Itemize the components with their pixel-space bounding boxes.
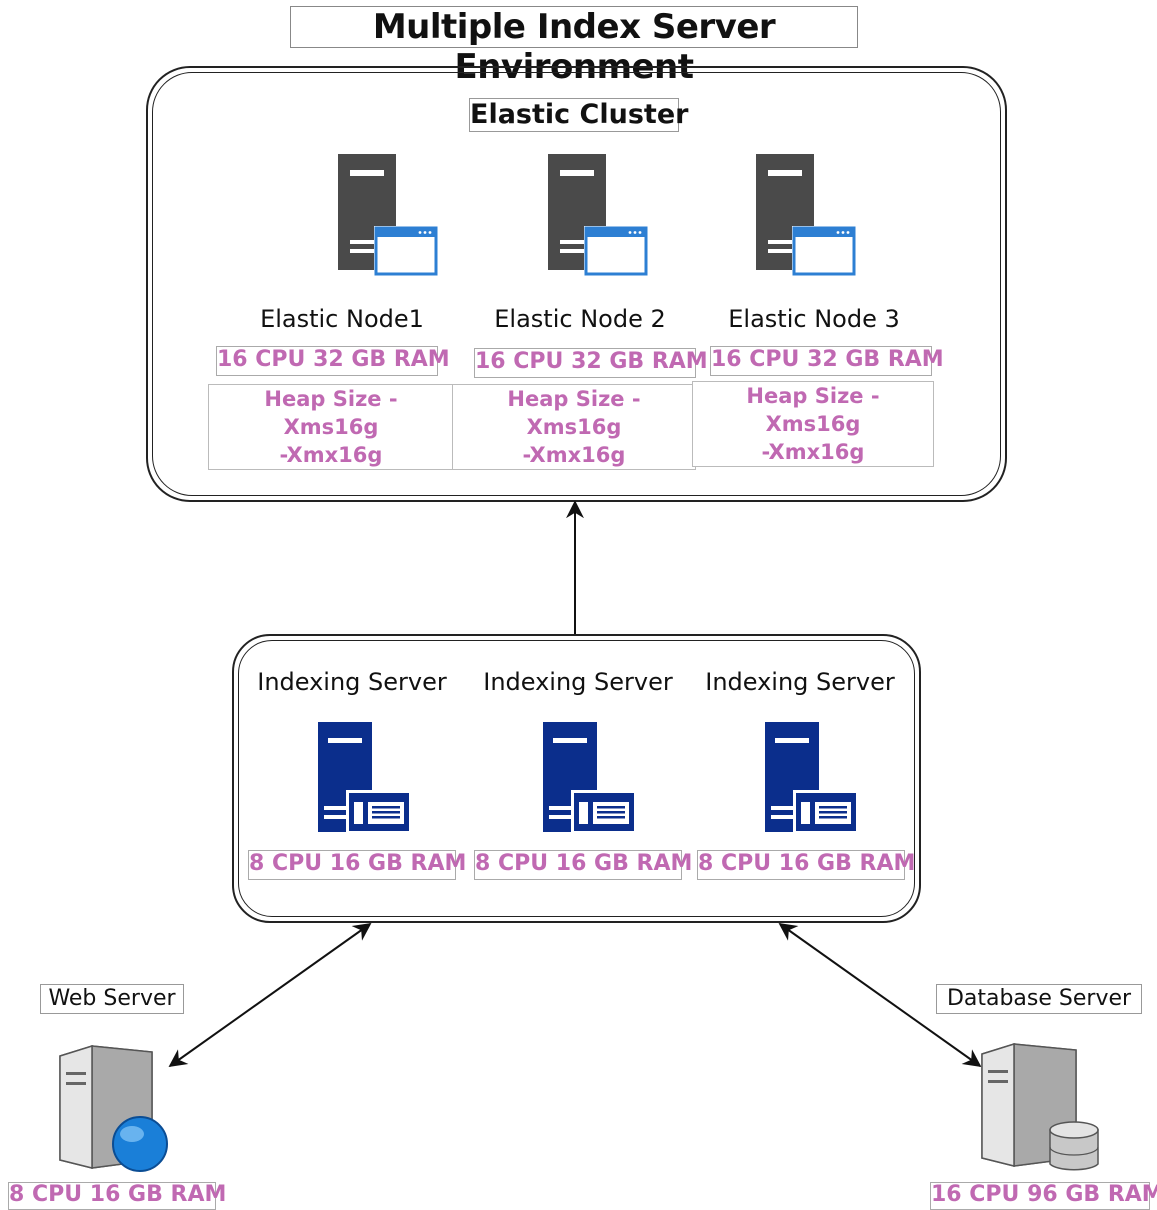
- indexing-server-1-name: Indexing Server: [257, 668, 447, 696]
- elastic-node-2-heap-label: Heap Size -: [507, 387, 641, 411]
- elastic-node-1-heap-label: Heap Size -: [264, 387, 398, 411]
- elastic-node-1-server-icon: [338, 154, 438, 276]
- diagram-title: Multiple Index Server Environment: [290, 6, 858, 87]
- elastic-node-2-heap-xms: Xms16g: [526, 415, 622, 439]
- elastic-node-1-spec: 16 CPU 32 GB RAM: [216, 346, 450, 376]
- indexing-server-1-spec: 8 CPU 16 GB RAM: [248, 850, 466, 880]
- web-server-label: Web Server: [40, 984, 184, 1014]
- elastic-node-3-heap-xms: Xms16g: [765, 412, 861, 436]
- web-to-indexing-arrow: [168, 922, 372, 1068]
- elastic-node-1-heap-box: Heap Size - Xms16g -Xmx16g: [208, 384, 454, 470]
- indexing-server-1-icon: [318, 722, 412, 832]
- indexing-server-3-icon: [765, 722, 859, 832]
- elastic-node-3-heap-xmx: -Xmx16g: [761, 440, 865, 464]
- indexing-server-2-spec: 8 CPU 16 GB RAM: [474, 850, 692, 880]
- elastic-node-1-heap-xms: Xms16g: [283, 415, 379, 439]
- elastic-node-2-spec: 16 CPU 32 GB RAM: [474, 348, 708, 378]
- web-server-spec: 8 CPU 16 GB RAM: [8, 1182, 226, 1210]
- indexing-servers-container: [232, 634, 921, 923]
- elastic-node-2-name: Elastic Node 2: [494, 305, 666, 333]
- database-server-label: Database Server: [936, 984, 1142, 1014]
- elastic-node-2-heap-box: Heap Size - Xms16g -Xmx16g: [452, 384, 696, 470]
- elastic-node-3-spec: 16 CPU 32 GB RAM: [710, 346, 944, 376]
- elastic-node-3-heap-box: Heap Size - Xms16g -Xmx16g: [692, 381, 934, 467]
- indexing-server-3-spec: 8 CPU 16 GB RAM: [697, 850, 915, 880]
- elastic-cluster-title: Elastic Cluster: [469, 98, 689, 132]
- database-server-icon: [981, 1042, 1099, 1171]
- elastic-node-3-heap-label: Heap Size -: [746, 384, 880, 408]
- elastic-node-3-server-icon: [756, 154, 856, 276]
- indexing-server-2-icon: [543, 722, 637, 832]
- elastic-node-2-server-icon: [548, 154, 648, 276]
- database-to-indexing-arrow: [778, 922, 982, 1068]
- indexing-server-3-name: Indexing Server: [705, 668, 895, 696]
- database-server-spec: 16 CPU 96 GB RAM: [930, 1182, 1157, 1210]
- elastic-node-1-heap-xmx: -Xmx16g: [279, 443, 383, 467]
- elastic-node-3-name: Elastic Node 3: [728, 305, 900, 333]
- web-server-icon: [59, 1044, 168, 1172]
- indexing-server-2-name: Indexing Server: [483, 668, 673, 696]
- elastic-node-1-name: Elastic Node1: [260, 305, 424, 333]
- elastic-node-2-heap-xmx: -Xmx16g: [522, 443, 626, 467]
